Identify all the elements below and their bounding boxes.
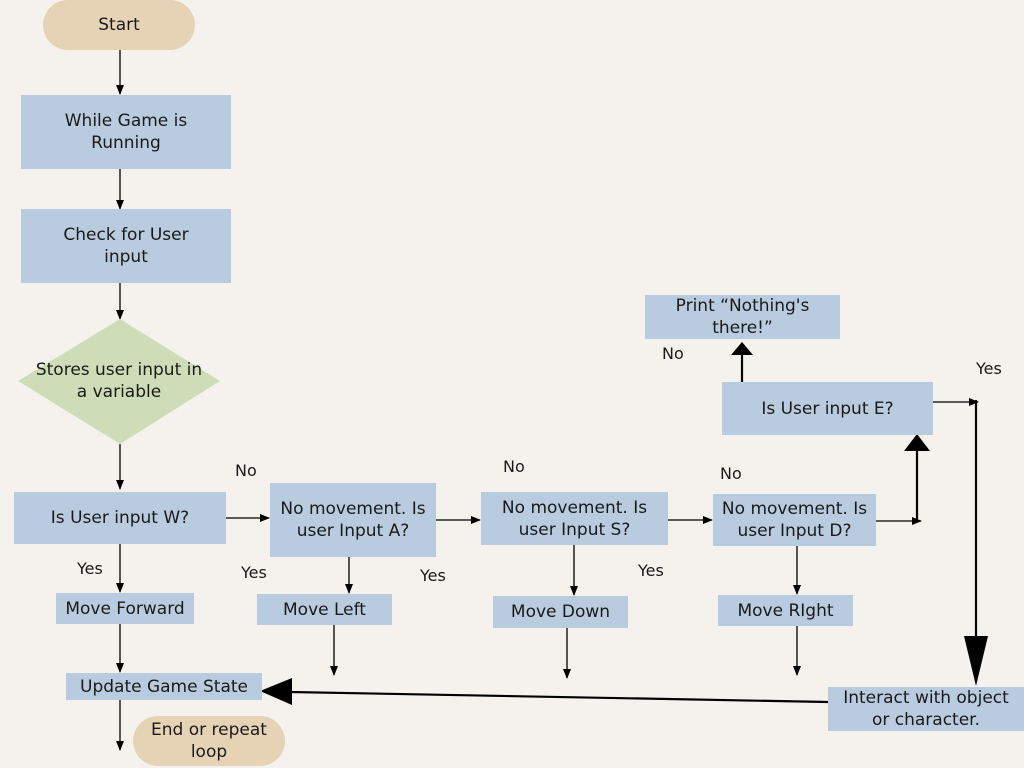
- label-yes-w: Yes: [77, 559, 103, 578]
- arrowhead-into-print: [731, 342, 753, 355]
- label-no-a: No: [503, 457, 525, 476]
- label-yes-a-right: Yes: [420, 566, 446, 585]
- move-right-box: Move RIght: [718, 595, 853, 626]
- label-yes-s: Yes: [638, 561, 664, 580]
- arrowhead-into-interact: [964, 636, 988, 686]
- move-left-box: Move Left: [257, 594, 392, 625]
- store-input-diamond-text: Stores user input in a variable: [35, 360, 203, 402]
- move-down-box: Move Down: [493, 596, 628, 628]
- print-nothing-box: Print “Nothing's there!”: [645, 295, 840, 339]
- decision-diamond-shape: [18, 319, 220, 444]
- is-w-box: Is User input W?: [14, 492, 226, 544]
- update-state-box: Update Game State: [66, 673, 262, 700]
- label-yes-e: Yes: [976, 359, 1002, 378]
- is-a-box: No movement. Is user Input A?: [270, 483, 436, 557]
- is-e-box: Is User input E?: [722, 382, 933, 435]
- while-running-box: While Game is Running: [21, 95, 231, 169]
- move-forward-box: Move Forward: [56, 593, 194, 624]
- label-no-e: No: [662, 344, 684, 363]
- is-s-box: No movement. Is user Input S?: [481, 492, 668, 545]
- arrowhead-into-e: [904, 434, 930, 451]
- is-d-box: No movement. Is user Input D?: [713, 494, 876, 546]
- label-no-d: No: [720, 464, 742, 483]
- interact-box: Interact with object or character.: [828, 687, 1024, 731]
- label-no-w: No: [235, 461, 257, 480]
- start-terminal: Start: [43, 0, 195, 50]
- end-loop-terminal: End or repeat loop: [133, 716, 285, 766]
- label-yes-a-left: Yes: [241, 563, 267, 582]
- check-input-box: Check for User input: [21, 209, 231, 283]
- connector-interact-to-update: [289, 690, 829, 704]
- arrowhead-into-update: [260, 678, 292, 705]
